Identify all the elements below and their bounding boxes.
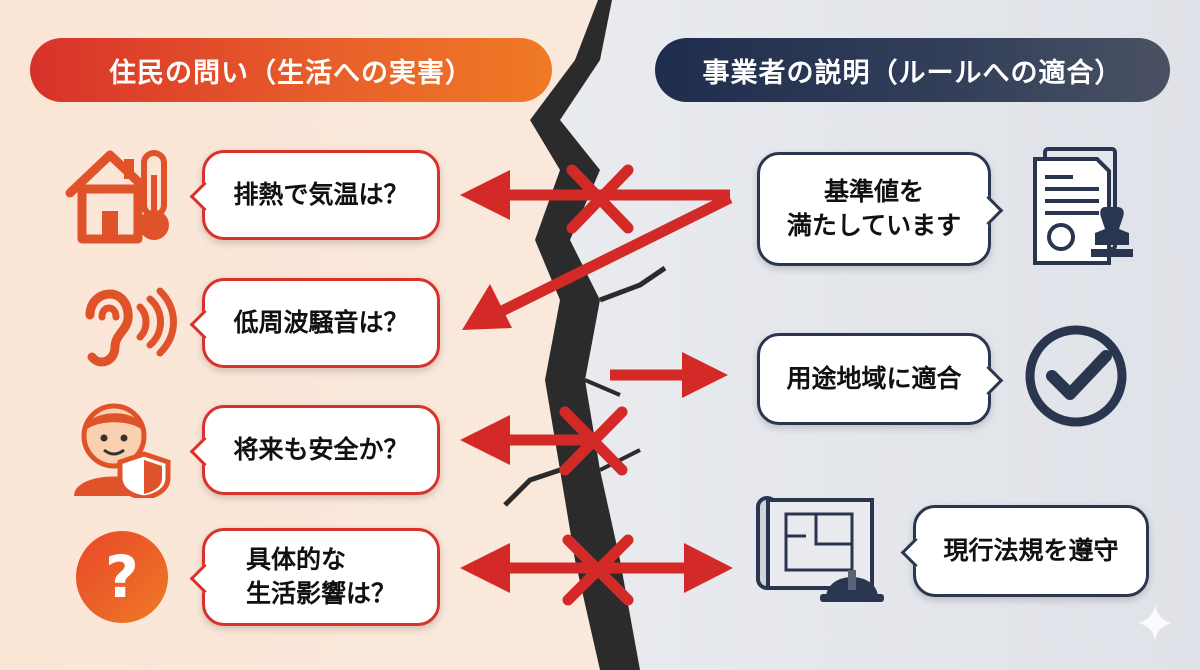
question-bubble-noise: 低周波騒音は？ — [189, 278, 440, 368]
document-stamp-icon — [1033, 147, 1133, 265]
svg-text:?: ? — [105, 543, 139, 611]
checkmark-circle-icon — [1025, 325, 1127, 427]
cross-mark-1 — [566, 164, 634, 234]
explanation-law-label: 現行法規を遵守 — [943, 536, 1119, 566]
house-thermometer-icon — [65, 150, 169, 244]
crack — [530, 0, 640, 670]
cross-mark-3 — [562, 534, 634, 606]
question-safety-label: 将来も安全か？ — [233, 435, 409, 465]
cross-mark-2 — [559, 406, 628, 476]
question-mark-icon: ? — [76, 531, 168, 623]
arrow-blocked-safety — [460, 415, 600, 465]
explanation-bubble-law: 現行法規を遵守 — [900, 505, 1149, 597]
question-noise-label: 低周波騒音は？ — [233, 308, 409, 338]
arrow-deflected-2 — [462, 193, 733, 330]
explanation-standards-line2: 満たしています — [786, 211, 962, 240]
question-heat-label: 排熱で気温は？ — [233, 180, 409, 210]
blueprint-hardhat-icon — [756, 496, 884, 602]
explanation-bubble-zoning: 用途地域に適合 — [757, 333, 1004, 425]
arrow-to-zoning — [610, 352, 728, 398]
resident-header-title: 住民の問い（生活への実害） — [109, 57, 473, 89]
ear-sound-icon — [85, 287, 177, 367]
arrow-deflected-1 — [460, 170, 730, 220]
resident-header: 住民の問い（生活への実害） — [30, 38, 552, 102]
sparkle-icon — [1138, 605, 1172, 640]
explanation-zoning-label: 用途地域に適合 — [786, 364, 962, 394]
question-impact-line1: 具体的な — [245, 545, 346, 575]
explanation-standards-line1: 基準値を — [823, 177, 924, 207]
question-bubble-impact: 具体的な 生活影響は？ — [189, 528, 440, 626]
question-impact-line2: 生活影響は？ — [245, 579, 396, 608]
question-bubble-heat: 排熱で気温は？ — [189, 150, 440, 240]
operator-header-title: 事業者の説明（ルールへの適合） — [702, 57, 1123, 89]
operator-header: 事業者の説明（ルールへの適合） — [655, 38, 1170, 102]
question-bubble-safety: 将来も安全か？ — [189, 405, 440, 495]
explanation-bubble-standards: 基準値を 満たしています — [757, 152, 1004, 266]
child-shield-icon — [74, 403, 171, 498]
